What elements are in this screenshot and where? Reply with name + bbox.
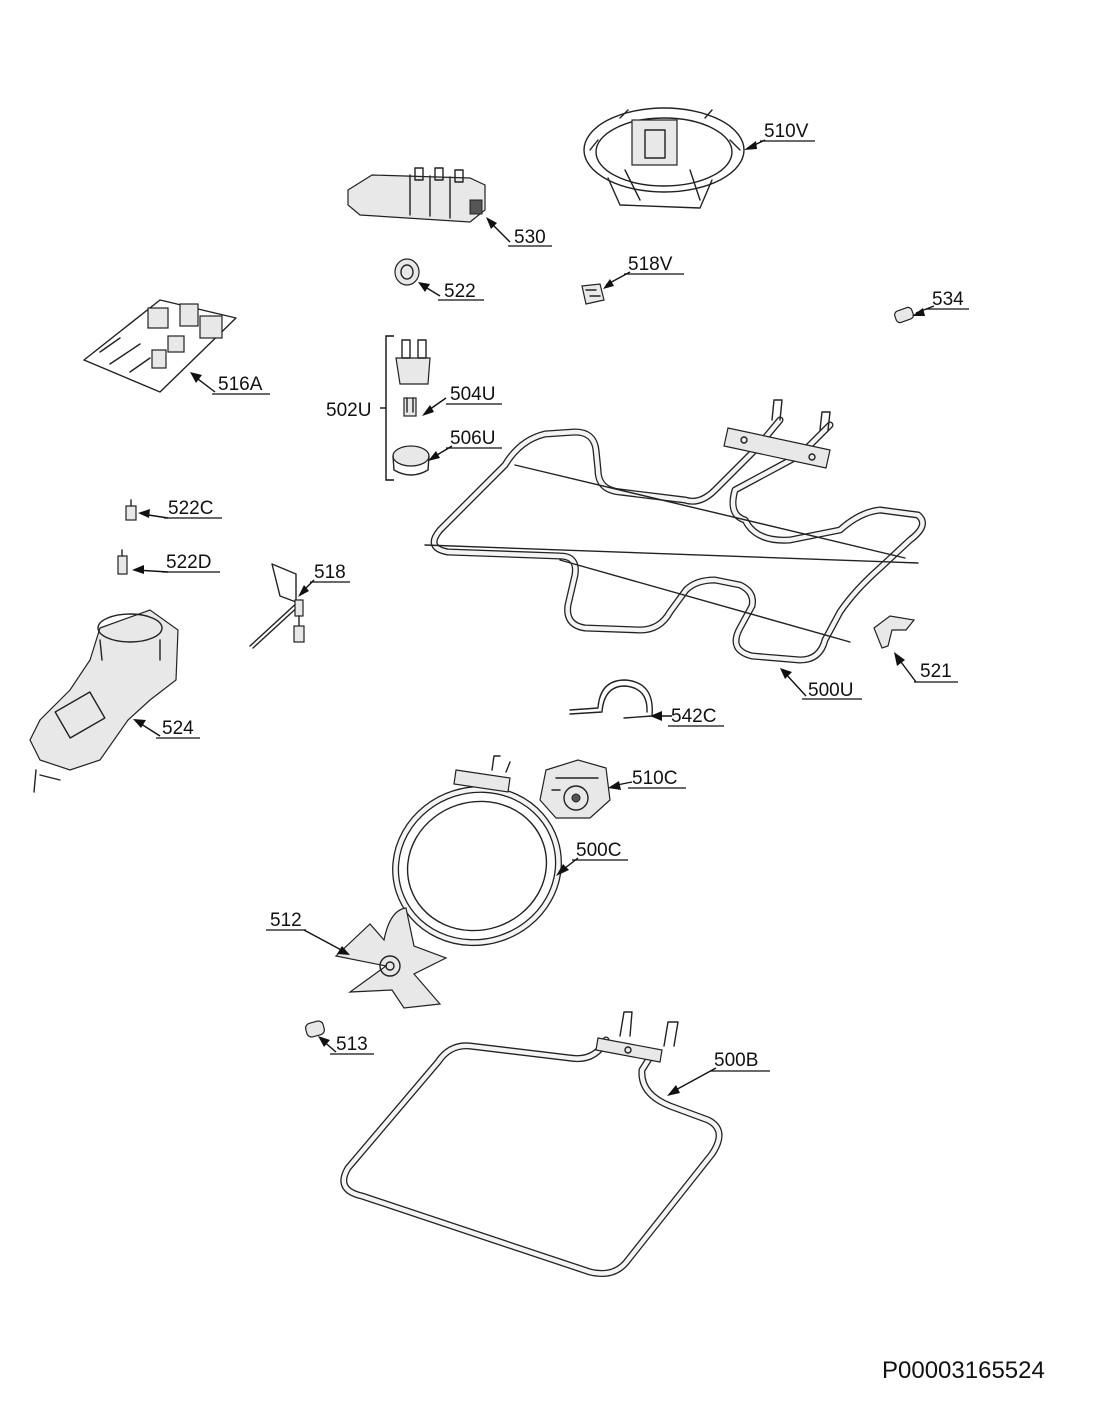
part-513-nut	[305, 1020, 325, 1038]
part-530-terminal-block	[347, 167, 486, 223]
label-522d: 522D	[166, 552, 211, 573]
part-518-temperature-probe	[249, 563, 305, 649]
part-518v-thermostat	[581, 283, 605, 305]
part-510c-convection-motor	[539, 759, 611, 819]
part-506u-knob	[392, 445, 430, 476]
part-542c-clip-wire	[569, 679, 653, 719]
part-504u-contact	[403, 397, 417, 417]
label-502u: 502U	[326, 400, 371, 421]
label-510c: 510C	[632, 768, 677, 789]
document-code: P00003165524	[882, 1357, 1045, 1384]
label-512: 512	[270, 910, 302, 931]
part-502u-switch	[395, 339, 431, 385]
label-518: 518	[314, 562, 346, 583]
part-522c-pin	[125, 499, 137, 521]
label-510v: 510V	[764, 121, 809, 142]
part-522d-pin	[117, 549, 128, 575]
label-518v: 518V	[628, 254, 673, 275]
part-534-lamp	[894, 306, 914, 324]
label-534: 534	[932, 289, 964, 310]
label-530: 530	[514, 227, 546, 248]
part-500u-grill-element	[424, 399, 926, 664]
label-500b: 500B	[714, 1050, 758, 1071]
part-516a-circuit-board	[83, 299, 237, 393]
part-524-programmer-module	[29, 609, 179, 793]
part-512-fan-blade	[334, 907, 448, 1009]
label-513: 513	[336, 1034, 368, 1055]
label-542c: 542C	[671, 706, 716, 727]
part-522-clip	[394, 258, 420, 286]
label-506u: 506U	[450, 428, 495, 449]
label-500u: 500U	[808, 680, 853, 701]
label-521: 521	[920, 661, 952, 682]
part-500b-bottom-element	[340, 1011, 723, 1277]
label-522c: 522C	[168, 498, 213, 519]
part-510v-fan-motor	[583, 107, 745, 209]
bracket-502u	[380, 335, 394, 481]
part-500c-circular-element	[392, 755, 562, 947]
label-516a: 516A	[218, 374, 263, 395]
label-500c: 500C	[576, 840, 621, 861]
label-522: 522	[444, 281, 476, 302]
part-521-bracket	[873, 615, 916, 649]
label-524: 524	[162, 718, 194, 739]
label-504u: 504U	[450, 384, 495, 405]
